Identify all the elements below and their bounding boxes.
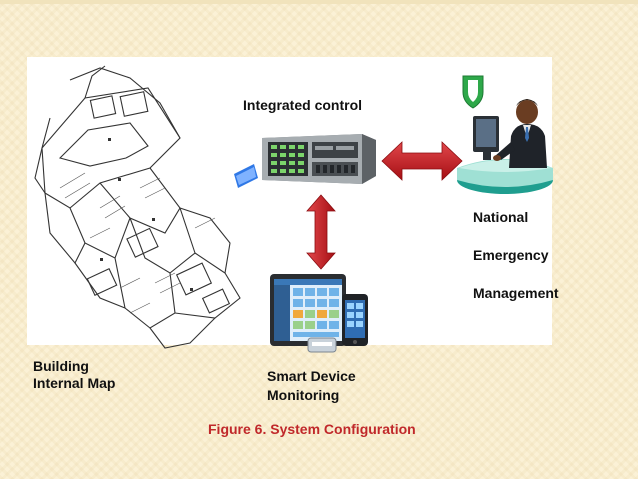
smart-device-label-line1: Smart Device [267,368,356,384]
tablet-and-phone-icon [270,274,368,353]
building-label-line1: Building [33,358,89,374]
national-label-line1: National [473,209,529,225]
server-icon [234,134,376,188]
national-label-line3: Management [473,285,559,301]
building-floor-plan-icon [34,65,241,349]
national-label-line2: Emergency [473,247,549,263]
double-arrow-vertical-icon [306,194,336,270]
smart-device-label-line2: Monitoring [267,387,340,403]
top-rule [0,0,638,4]
operator-at-desk-icon [457,75,553,194]
building-label-line2: Internal Map [33,375,116,391]
figure-caption: Figure 6. System Configuration [208,421,416,437]
double-arrow-horizontal-icon [381,141,463,181]
integrated-control-label: Integrated control [243,97,363,113]
